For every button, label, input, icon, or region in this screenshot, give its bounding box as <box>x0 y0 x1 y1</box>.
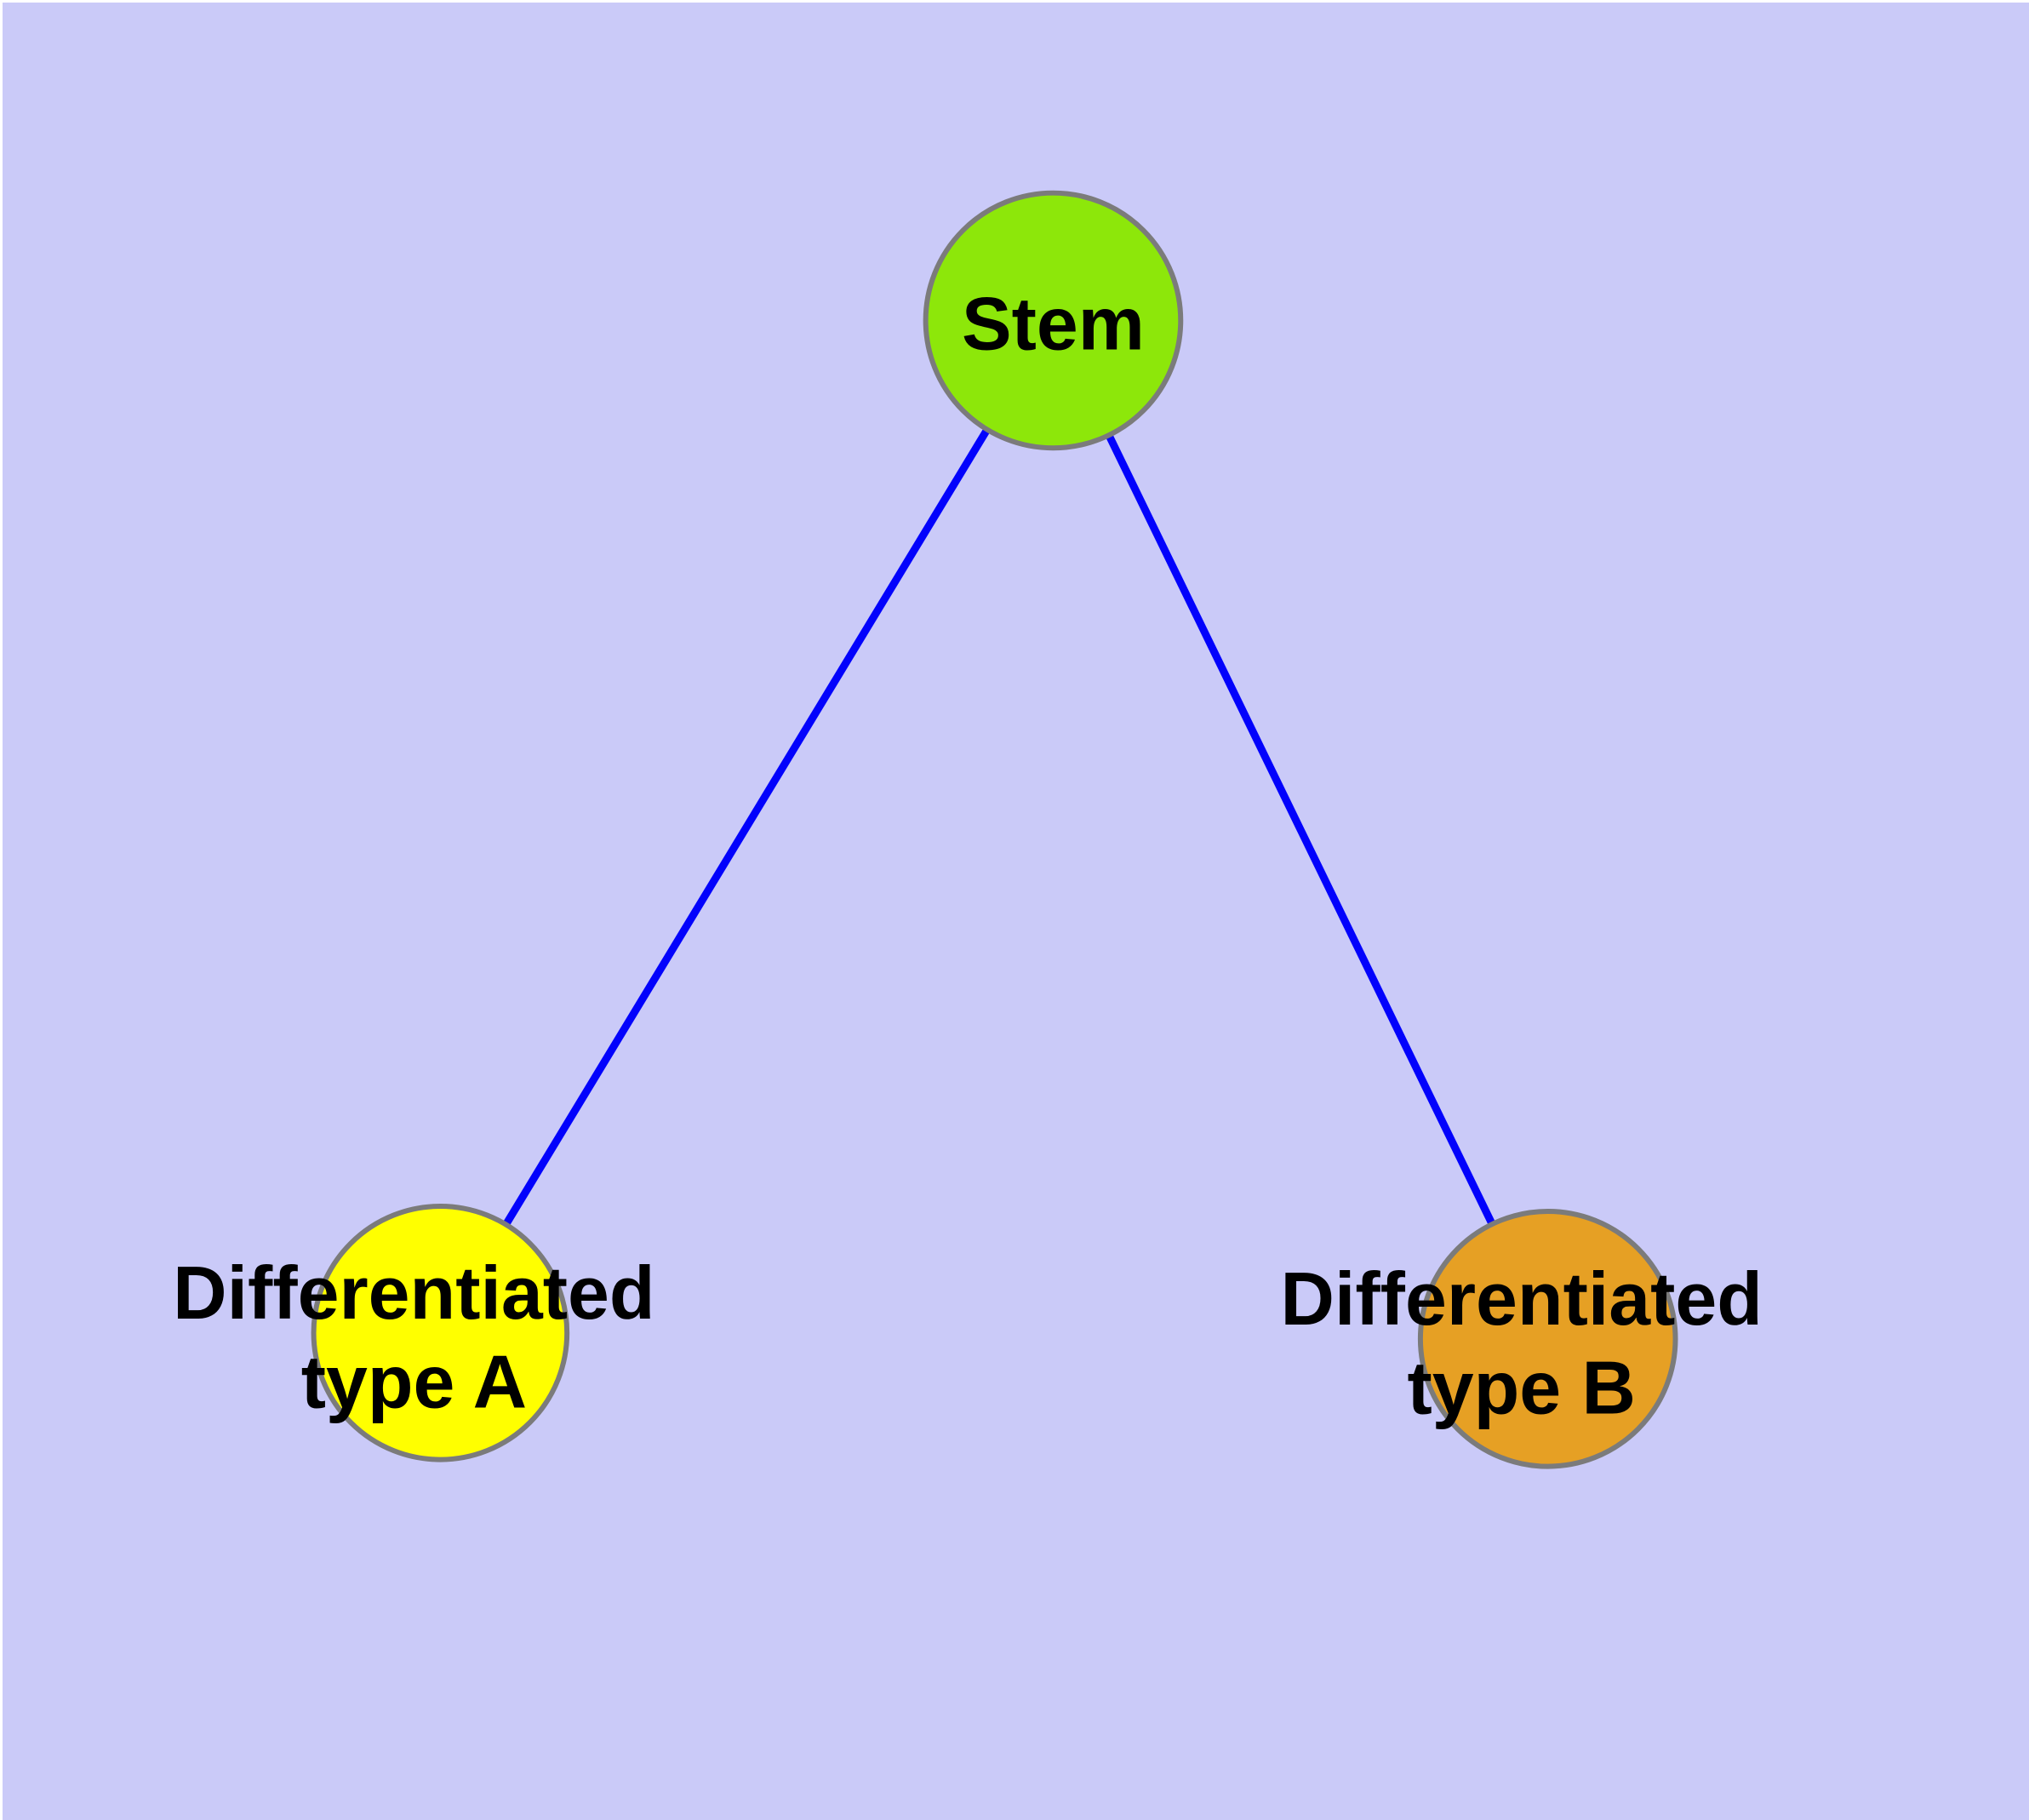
node-stem-circle[interactable] <box>923 190 1184 451</box>
edge-stem-to-type-a <box>437 318 1057 1336</box>
node-type-b-circle[interactable] <box>1417 1209 1678 1469</box>
node-type-a-label-line2: type A <box>301 1340 527 1424</box>
edge-stem-to-type-b <box>1049 318 1552 1341</box>
node-stem[interactable]: Stem <box>923 190 1184 451</box>
node-type-a-label-line1: Differentiated <box>173 1251 654 1335</box>
node-type-b[interactable]: Differentiated type B <box>1281 1209 1763 1469</box>
node-stem-label: Stem <box>962 281 1145 365</box>
node-type-b-label-line2: type B <box>1407 1346 1636 1430</box>
node-type-a[interactable]: Differentiated type A <box>173 1204 655 1462</box>
graph-svg: Stem Differentiated type A Differentiate… <box>3 3 2029 1820</box>
node-type-b-label-line1: Differentiated <box>1281 1256 1763 1341</box>
node-type-a-circle[interactable] <box>311 1204 570 1462</box>
